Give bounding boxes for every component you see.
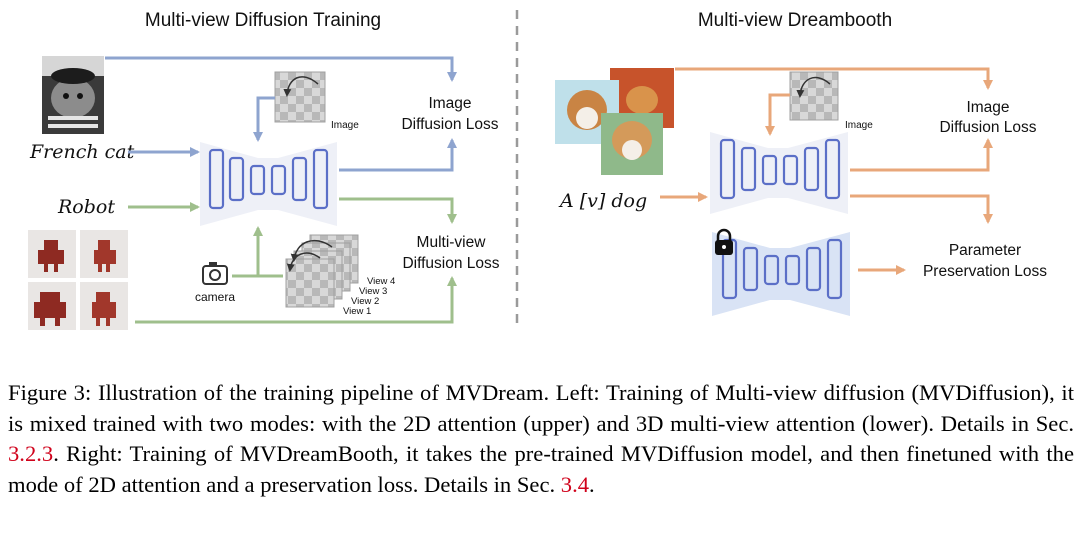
multi-view-stack	[285, 234, 359, 308]
cat-photo	[42, 56, 104, 134]
left-image-loss-line1: Image	[428, 95, 471, 112]
mv-loss-line1: Multi-view	[417, 234, 487, 251]
right-image-label: Image	[845, 120, 873, 131]
mv-loss-line2: Diffusion Loss	[402, 255, 499, 272]
arrow-unet-to-image-loss	[339, 138, 457, 172]
caption-text-1: Figure 3: Illustration of the training p…	[8, 380, 1074, 436]
frozen-unet	[712, 232, 850, 316]
caption-text-3: .	[589, 471, 595, 497]
arrow-cat-to-image-loss	[105, 56, 457, 82]
arrow-right-image-to-unet	[765, 93, 790, 136]
arrow-right-unet-to-image-loss	[850, 138, 993, 172]
caption-ref-section-1[interactable]: 3.2.3	[8, 441, 54, 466]
prompt-robot: Robot	[57, 196, 115, 218]
arrow-dogs-to-image-loss	[675, 67, 993, 90]
view-label-1: View 1	[343, 306, 371, 317]
dog-photos	[555, 68, 674, 175]
arrow-image-to-unet	[253, 96, 275, 142]
prompt-dog: A [v] dog	[558, 190, 647, 212]
view-label-3: View 3	[359, 286, 387, 297]
arrow-robot-images-to-mv-loss	[135, 276, 457, 324]
camera-label: camera	[195, 290, 235, 304]
arrow-camera-to-unet	[232, 226, 263, 278]
left-image-loss-line2: Diffusion Loss	[401, 116, 498, 133]
right-image-loss-line1: Image	[966, 99, 1009, 116]
param-loss-line2: Preservation Loss	[923, 263, 1047, 280]
left-image-label: Image	[331, 120, 359, 131]
lock-icon	[715, 228, 733, 255]
figure-caption: Figure 3: Illustration of the training p…	[8, 378, 1074, 500]
camera-icon	[202, 262, 228, 285]
caption-text-2: . Right: Training of MVDreamBooth, it ta…	[8, 441, 1074, 497]
view-label-4: View 4	[367, 276, 395, 287]
arrow-right-unet-to-param-loss	[850, 194, 993, 224]
right-title: Multi-view Dreambooth	[698, 10, 892, 31]
right-noisy-image-icon	[789, 71, 839, 121]
left-title: Multi-view Diffusion Training	[145, 10, 381, 31]
left-noisy-image-icon	[274, 71, 326, 123]
right-unet	[710, 132, 848, 214]
right-image-loss-line2: Diffusion Loss	[939, 119, 1036, 136]
param-loss-line1: Parameter	[949, 242, 1021, 259]
arrow-unet-to-mv-loss	[339, 197, 457, 224]
prompt-french-cat: French cat	[29, 141, 135, 163]
caption-ref-section-2[interactable]: 3.4	[560, 471, 590, 497]
view-label-2: View 2	[351, 296, 379, 307]
left-unet	[200, 142, 337, 226]
robot-views	[28, 230, 128, 330]
